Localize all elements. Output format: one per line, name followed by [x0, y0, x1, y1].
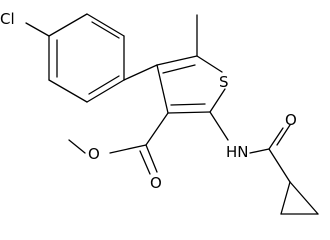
ester-ether-oxygen-atom-label: O [88, 145, 100, 163]
ester-carbonyl-oxygen-atom-label: O [150, 174, 162, 192]
bond [123, 64, 158, 81]
cyclopropane-ring [280, 181, 319, 215]
bond [139, 150, 151, 175]
bond [170, 103, 206, 106]
bond [280, 181, 291, 215]
bond [91, 21, 120, 39]
methyl-ester-group [68, 112, 169, 175]
amide-nitrogen-atom-label: HN [226, 143, 249, 161]
bond [48, 79, 88, 103]
bond [276, 124, 291, 146]
chlorine-atom-label: Cl [0, 10, 15, 28]
bond [86, 79, 125, 103]
bond [196, 55, 223, 73]
bond [145, 144, 158, 173]
bond [156, 55, 198, 66]
cyclopropanecarbonyl-amide-group [209, 111, 291, 183]
bond [88, 75, 120, 95]
bond [289, 181, 319, 215]
bond [249, 148, 270, 154]
bond [167, 111, 211, 114]
bond [109, 144, 147, 154]
bond [162, 64, 196, 74]
bond [209, 88, 226, 113]
bond [25, 22, 50, 37]
bond [156, 64, 169, 114]
bond [268, 127, 284, 150]
sulfur-atom-label: S [219, 73, 229, 91]
bond [86, 13, 125, 37]
molecule-structure: Cl S O HN O O [0, 10, 319, 215]
chlorophenyl-ring [48, 13, 125, 103]
bond [209, 111, 229, 141]
bond [145, 112, 169, 146]
bond [268, 148, 291, 183]
amide-oxygen-atom-label: O [285, 111, 297, 129]
bond [48, 13, 88, 37]
bond [68, 139, 86, 154]
thiophene-ring [156, 55, 226, 114]
